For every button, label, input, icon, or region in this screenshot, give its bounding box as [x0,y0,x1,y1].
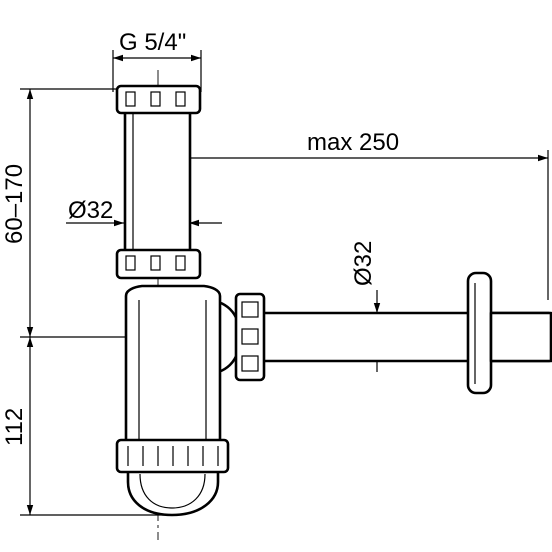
dimension-labels: G 5/4" max 250 Ø32 Ø32 60–170 112 [1,29,399,446]
side-nut [234,292,266,382]
max-length-arrow-right [538,154,548,162]
tube-body [123,105,192,259]
thread-label: G 5/4" [119,29,186,56]
bottom-dome [126,468,220,517]
bottom-arrow [26,505,34,515]
height-arrow-mid-up [26,327,34,337]
thread-arrow-right [191,54,201,62]
side-nut-body [234,292,266,382]
bottom-height-label: 112 [1,408,28,446]
middle-nut [115,248,202,280]
tube-diameter-arrow-left [114,219,124,227]
tube-diameter-label: Ø32 [68,197,113,224]
bottle-main [124,284,222,444]
dome-inner-line [139,473,206,509]
side-nut-ridge-1 [241,301,259,318]
top-nut-ridges [125,91,186,107]
height-arrow-mid-down [26,337,34,347]
height-arrow-top [26,89,34,99]
top-nut [115,84,202,115]
thread-arrow-left [113,54,123,62]
side-nut-ridge-2 [241,328,259,345]
outlet-pipe [260,271,552,395]
bottle-body [115,284,242,517]
outlet-diameter-arrow-top [373,303,381,313]
side-nut-ridge-3 [241,355,259,372]
wall-flange [466,271,493,395]
height-range-label: 60–170 [1,164,28,244]
bottom-nut-ridges [127,446,219,466]
middle-nut-ridges [125,255,186,271]
vertical-tube [115,84,202,280]
tube-diameter-arrow-right [189,219,199,227]
max-length-label: max 250 [307,129,399,156]
outlet-diameter-label: Ø32 [350,241,377,286]
outlet-tube-end [489,311,552,363]
